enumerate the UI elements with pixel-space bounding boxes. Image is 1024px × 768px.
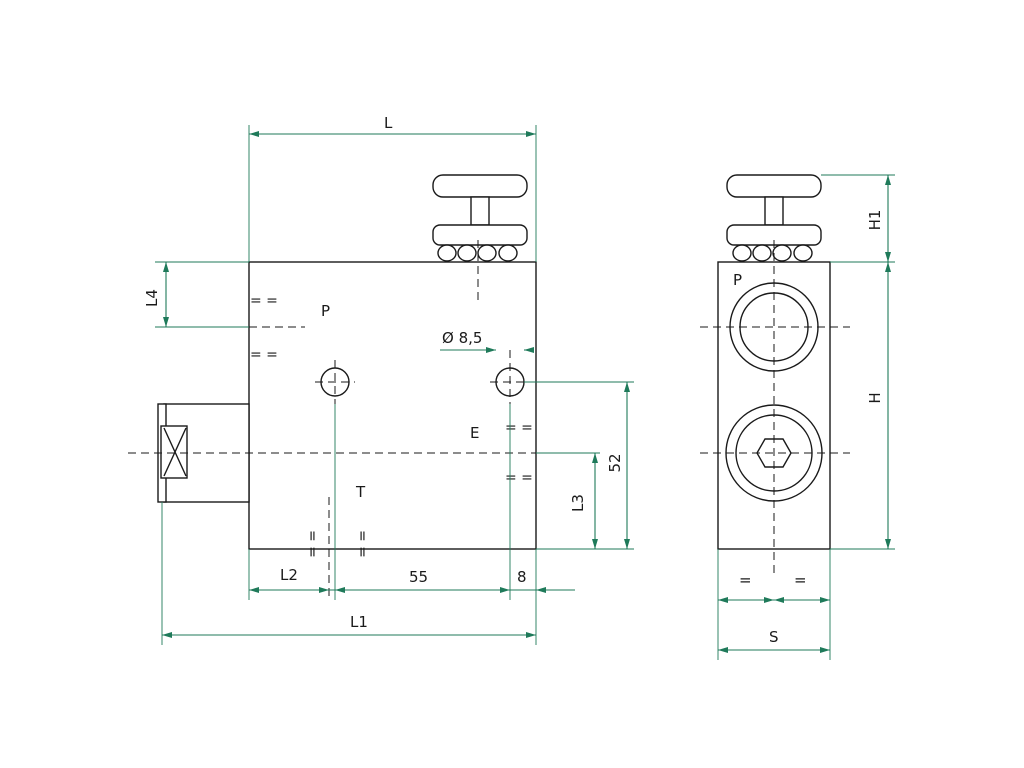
dim-label-h: H [866,392,884,403]
port-label-t: T [355,483,366,501]
dim-label-52: 52 [606,453,624,472]
dim-label-l3: L3 [569,494,587,512]
dim-label-hole-diameter: Ø 8,5 [442,329,482,347]
eq-mark-p-bottom: = = [250,347,278,363]
dim-label-l4: L4 [143,289,161,307]
eq-mark-t-left: = = [304,530,320,558]
dim-label-l1: L1 [350,613,368,631]
dim-label-55: 55 [409,568,428,586]
port-label-e: E [470,424,479,442]
dim-label-8: 8 [517,568,527,586]
eq-mark-e-top: = = [505,420,533,436]
eq-mark-t-right: = = [354,530,370,558]
side-port-label-p: P [733,271,742,289]
port-label-p: P [321,302,330,320]
dim-label-l2: L2 [280,566,298,584]
side-view: P H1 H = = S [700,174,895,660]
dim-label-eq-left: = [739,571,752,589]
front-view: = = = = = = = = = = = = P T E L L4 Ø 8,5 [128,114,634,645]
dim-label-h1: H1 [866,210,884,231]
dim-label-l: L [384,114,393,132]
eq-mark-e-bottom: = = [505,470,533,486]
side-knob [726,174,822,262]
valve-body [248,261,537,550]
dim-label-eq-right: = [794,571,807,589]
eq-mark-p-top: = = [250,293,278,309]
nut-cross-2 [163,427,187,477]
dim-label-s: S [769,628,779,646]
knob [432,174,528,262]
